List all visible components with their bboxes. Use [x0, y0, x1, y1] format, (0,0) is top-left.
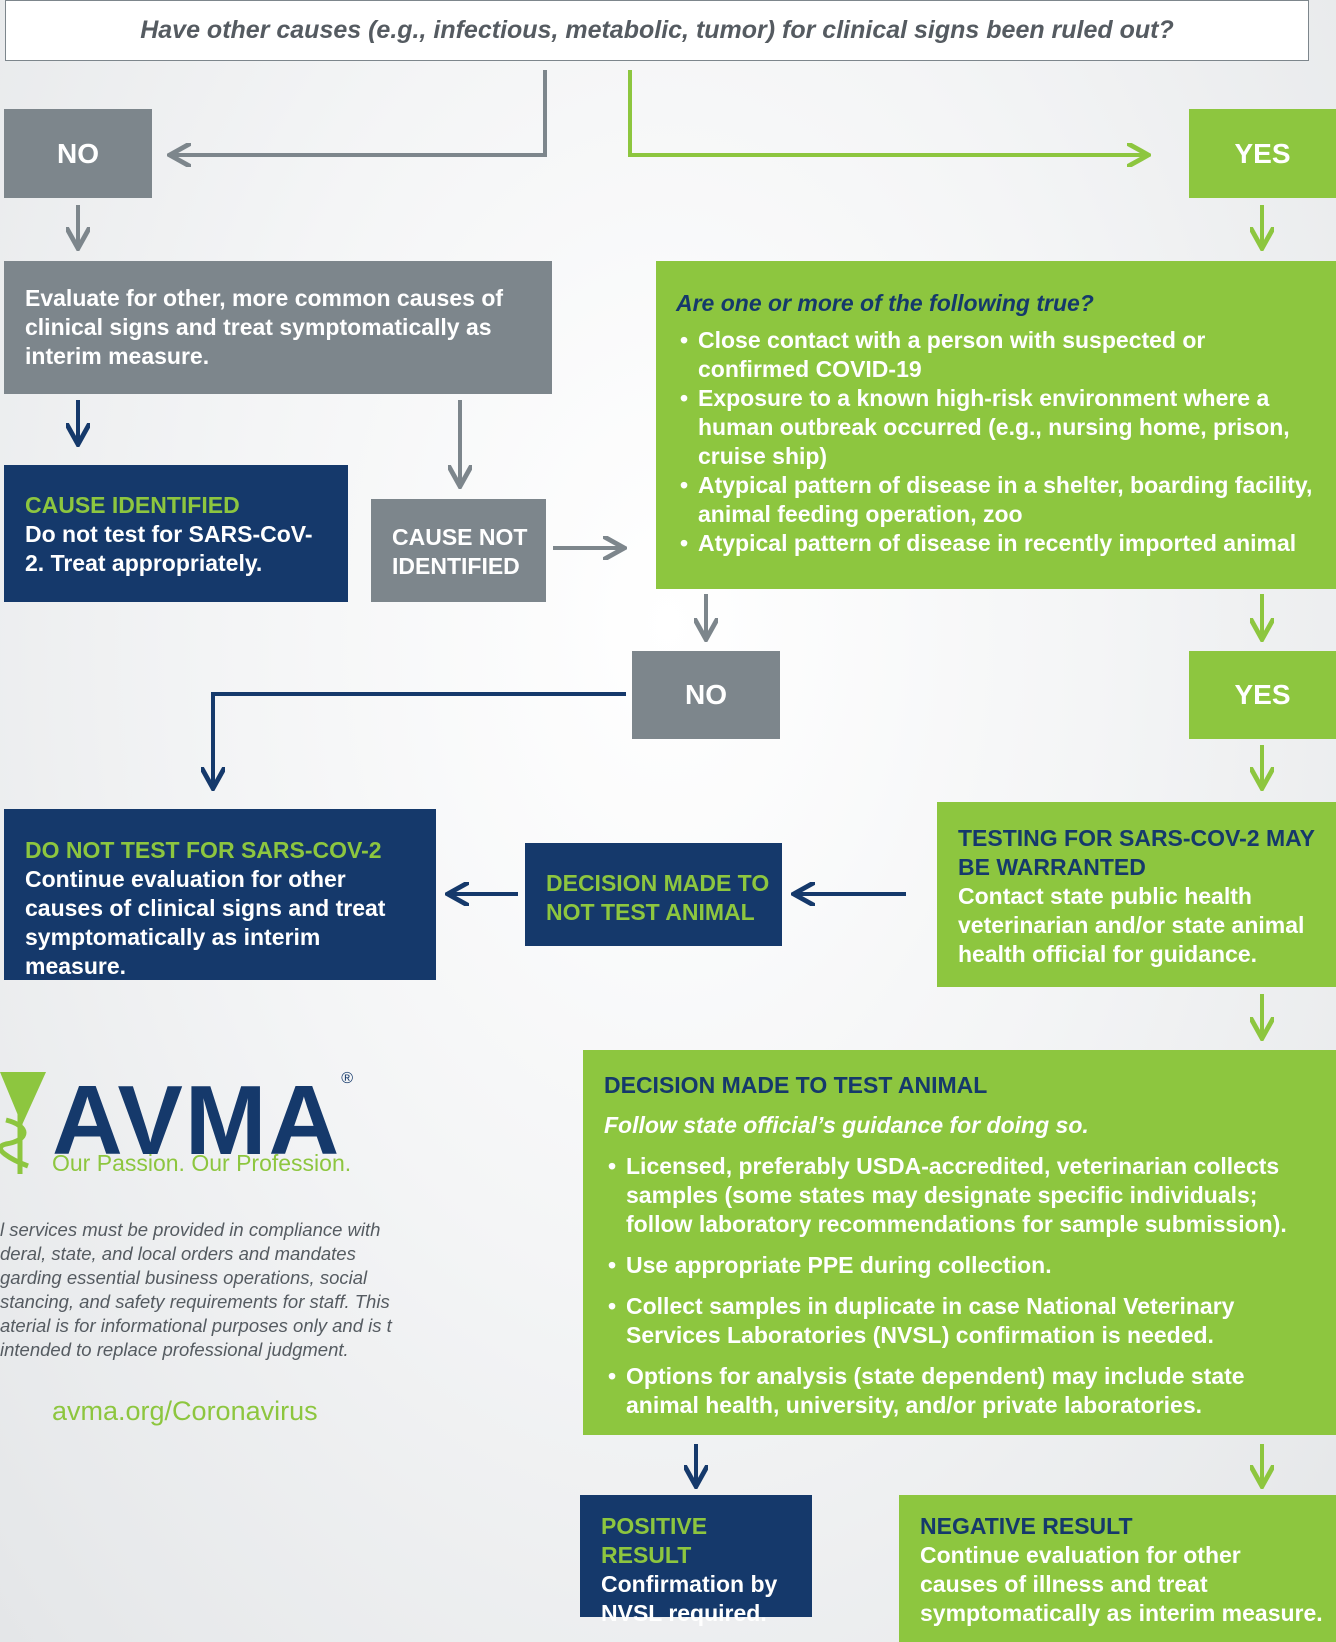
testing-warranted-box: TESTING FOR SARS-COV-2 MAY BE WARRANTED … [937, 802, 1336, 987]
no-box-2: NO [632, 651, 780, 739]
decision-test-heading: DECISION MADE TO TEST ANIMAL [604, 1072, 988, 1098]
positive-heading: POSITIVE RESULT [601, 1513, 708, 1568]
criteria-item: Atypical pattern of disease in recently … [676, 529, 1322, 558]
decision-test-subheading: Follow state official’s guidance for doi… [604, 1112, 1089, 1138]
decision-test-item: Use appropriate PPE during collection. [604, 1251, 1322, 1280]
do-not-test-box: DO NOT TEST FOR SARS-COV-2 Continue eval… [4, 809, 436, 980]
decision-test-item: Collect samples in duplicate in case Nat… [604, 1292, 1322, 1350]
negative-heading: NEGATIVE RESULT [920, 1513, 1133, 1539]
decision-test-list: Licensed, preferably USDA-accredited, ve… [604, 1152, 1322, 1420]
decision-test-item: Licensed, preferably USDA-accredited, ve… [604, 1152, 1322, 1239]
cause-not-identified-box: CAUSE NOT IDENTIFIED [371, 499, 546, 602]
positive-result-box: POSITIVE RESULT Confirmation by NVSL req… [580, 1495, 812, 1626]
no-box-1: NO [4, 109, 152, 198]
testing-warranted-heading: TESTING FOR SARS-COV-2 MAY BE WARRANTED [958, 825, 1315, 880]
arrow-no-to-do-not-test [213, 692, 626, 786]
decision-test-box: DECISION MADE TO TEST ANIMAL Follow stat… [583, 1050, 1336, 1435]
decision-test-item: Options for analysis (state dependent) m… [604, 1362, 1322, 1420]
evaluate-box: Evaluate for other, more common causes o… [4, 261, 552, 394]
do-not-test-text: Continue evaluation for other causes of … [25, 866, 386, 979]
yes-box-2: YES [1189, 651, 1336, 739]
coronavirus-link[interactable]: avma.org/Coronavirus [52, 1396, 318, 1426]
criteria-question: Are one or more of the following true? [676, 290, 1094, 316]
negative-text: Continue evaluation for other causes of … [920, 1542, 1323, 1626]
criteria-item: Close contact with a person with suspect… [676, 326, 1322, 384]
criteria-list: Close contact with a person with suspect… [676, 326, 1322, 558]
cause-identified-heading: CAUSE IDENTIFIED [25, 492, 240, 518]
cause-identified-box: CAUSE IDENTIFIED Do not test for SARS-Co… [4, 465, 348, 602]
yes-box-1: YES [1189, 109, 1336, 198]
criteria-item: Exposure to a known high-risk environmen… [676, 384, 1322, 471]
positive-text: Confirmation by NVSL required. [601, 1571, 778, 1626]
logo-tagline: Our Passion. Our Profession. [52, 1150, 352, 1176]
negative-result-box: NEGATIVE RESULT Continue evaluation for … [899, 1495, 1336, 1642]
decision-not-test-box: DECISION MADE TO NOT TEST ANIMAL [525, 843, 782, 946]
do-not-test-heading: DO NOT TEST FOR SARS-COV-2 [25, 837, 382, 863]
arrow-question-to-no [172, 70, 547, 155]
cause-identified-text: Do not test for SARS-CoV-2. Treat approp… [25, 521, 313, 576]
arrow-question-to-yes [628, 70, 1146, 155]
caduceus-icon [0, 1072, 46, 1174]
avma-logo: AVMA® [52, 1065, 356, 1175]
criteria-item: Atypical pattern of disease in a shelter… [676, 471, 1322, 529]
testing-warranted-text: Contact state public health veterinarian… [958, 883, 1305, 967]
criteria-box: Are one or more of the following true? C… [656, 261, 1336, 589]
disclaimer-text: l services must be provided in complianc… [0, 1219, 392, 1360]
root-question: Have other causes (e.g., infectious, met… [5, 0, 1309, 61]
